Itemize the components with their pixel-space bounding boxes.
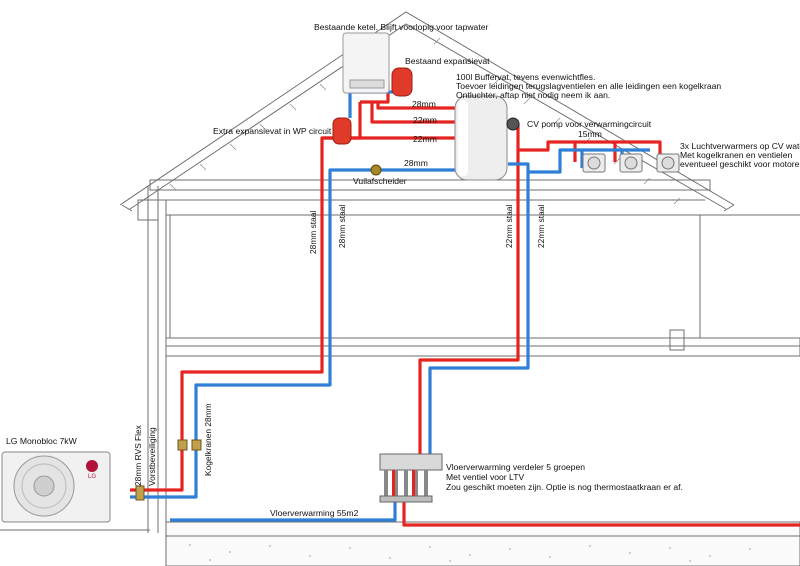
pipe-size-28-upper: 28mm xyxy=(412,99,436,109)
expansion-existing-label: Bestaand expansievat xyxy=(405,56,490,66)
buffer-label-3: Ontluchter, aftap niet nodig neem ik aan… xyxy=(456,90,610,100)
heatpump-unit: LG xyxy=(1,451,111,523)
floor-heating-manifold xyxy=(379,453,443,503)
buffer-label-1: 100l Buffervat, tevens evenwichtfles. xyxy=(456,72,595,82)
pipe-size-28-lower: 28mm xyxy=(404,158,428,168)
steel-28-label-left: 28mm staal xyxy=(308,211,318,254)
lg-logo-text: LG xyxy=(88,474,96,480)
floor-heating-label: Vloerverwarming 55m2 xyxy=(270,508,359,518)
rvs-flex-label: 28mm RVS Flex xyxy=(133,424,143,486)
expansion-vessel-existing xyxy=(391,67,413,97)
existing-boiler xyxy=(342,32,390,94)
expansion-vessel-extra xyxy=(332,117,352,145)
extra-expansion-label: Extra expansievat in WP circuit xyxy=(213,126,332,136)
buffer-tank xyxy=(454,95,508,181)
building-outline xyxy=(0,11,800,566)
heaters-label-3: eventueel geschikt voor motoren. xyxy=(680,159,800,169)
ball-valves-label: Kogelkranen 28mm xyxy=(203,403,213,476)
heatpump-return-pipe xyxy=(130,168,455,499)
steel-22-label-right: 22mm staal xyxy=(536,205,546,248)
dirt-separator xyxy=(370,164,382,176)
dirt-separator-label: Vuilafscheider xyxy=(353,176,407,186)
manifold-label-2: Met ventiel voor LTV xyxy=(446,472,524,482)
steel-28-label-right: 28mm staal xyxy=(337,205,347,248)
manifold-label-1: Vloerverwarming verdeler 5 groepen xyxy=(446,462,585,472)
boiler-label: Bestaande ketel. Blijft voorlopig voor t… xyxy=(314,22,488,32)
pipe-size-22-upper: 22mm xyxy=(413,115,437,125)
cv-pump-label: CV pomp voor verwarmingcircuit xyxy=(527,119,652,129)
cv-pump xyxy=(506,117,520,131)
steel-22-label-left: 22mm staal xyxy=(504,205,514,248)
heatpump-label: LG Monobloc 7kW xyxy=(6,436,78,446)
air-heaters xyxy=(582,153,680,173)
frost-protection-label: Vorstbeveiliging xyxy=(147,427,157,486)
ball-valves xyxy=(135,439,202,501)
cv-circuit-return-pipe xyxy=(428,162,530,462)
lg-logo-icon xyxy=(86,460,98,472)
heaters-label-2: Met kogelkranen en ventielen xyxy=(680,150,792,160)
buffer-label-2: Toevoer leidingen terugslagventielen en … xyxy=(456,81,721,91)
heatpump-supply-pipe xyxy=(130,102,362,492)
manifold-label-3: Zou geschikt moeten zijn. Optie is nog t… xyxy=(446,482,683,492)
pipe-size-15: 15mm xyxy=(578,129,602,139)
heaters-label-1: 3x Luchtverwarmers op CV water xyxy=(680,141,800,151)
pipe-size-22-lower: 22mm xyxy=(413,134,437,144)
